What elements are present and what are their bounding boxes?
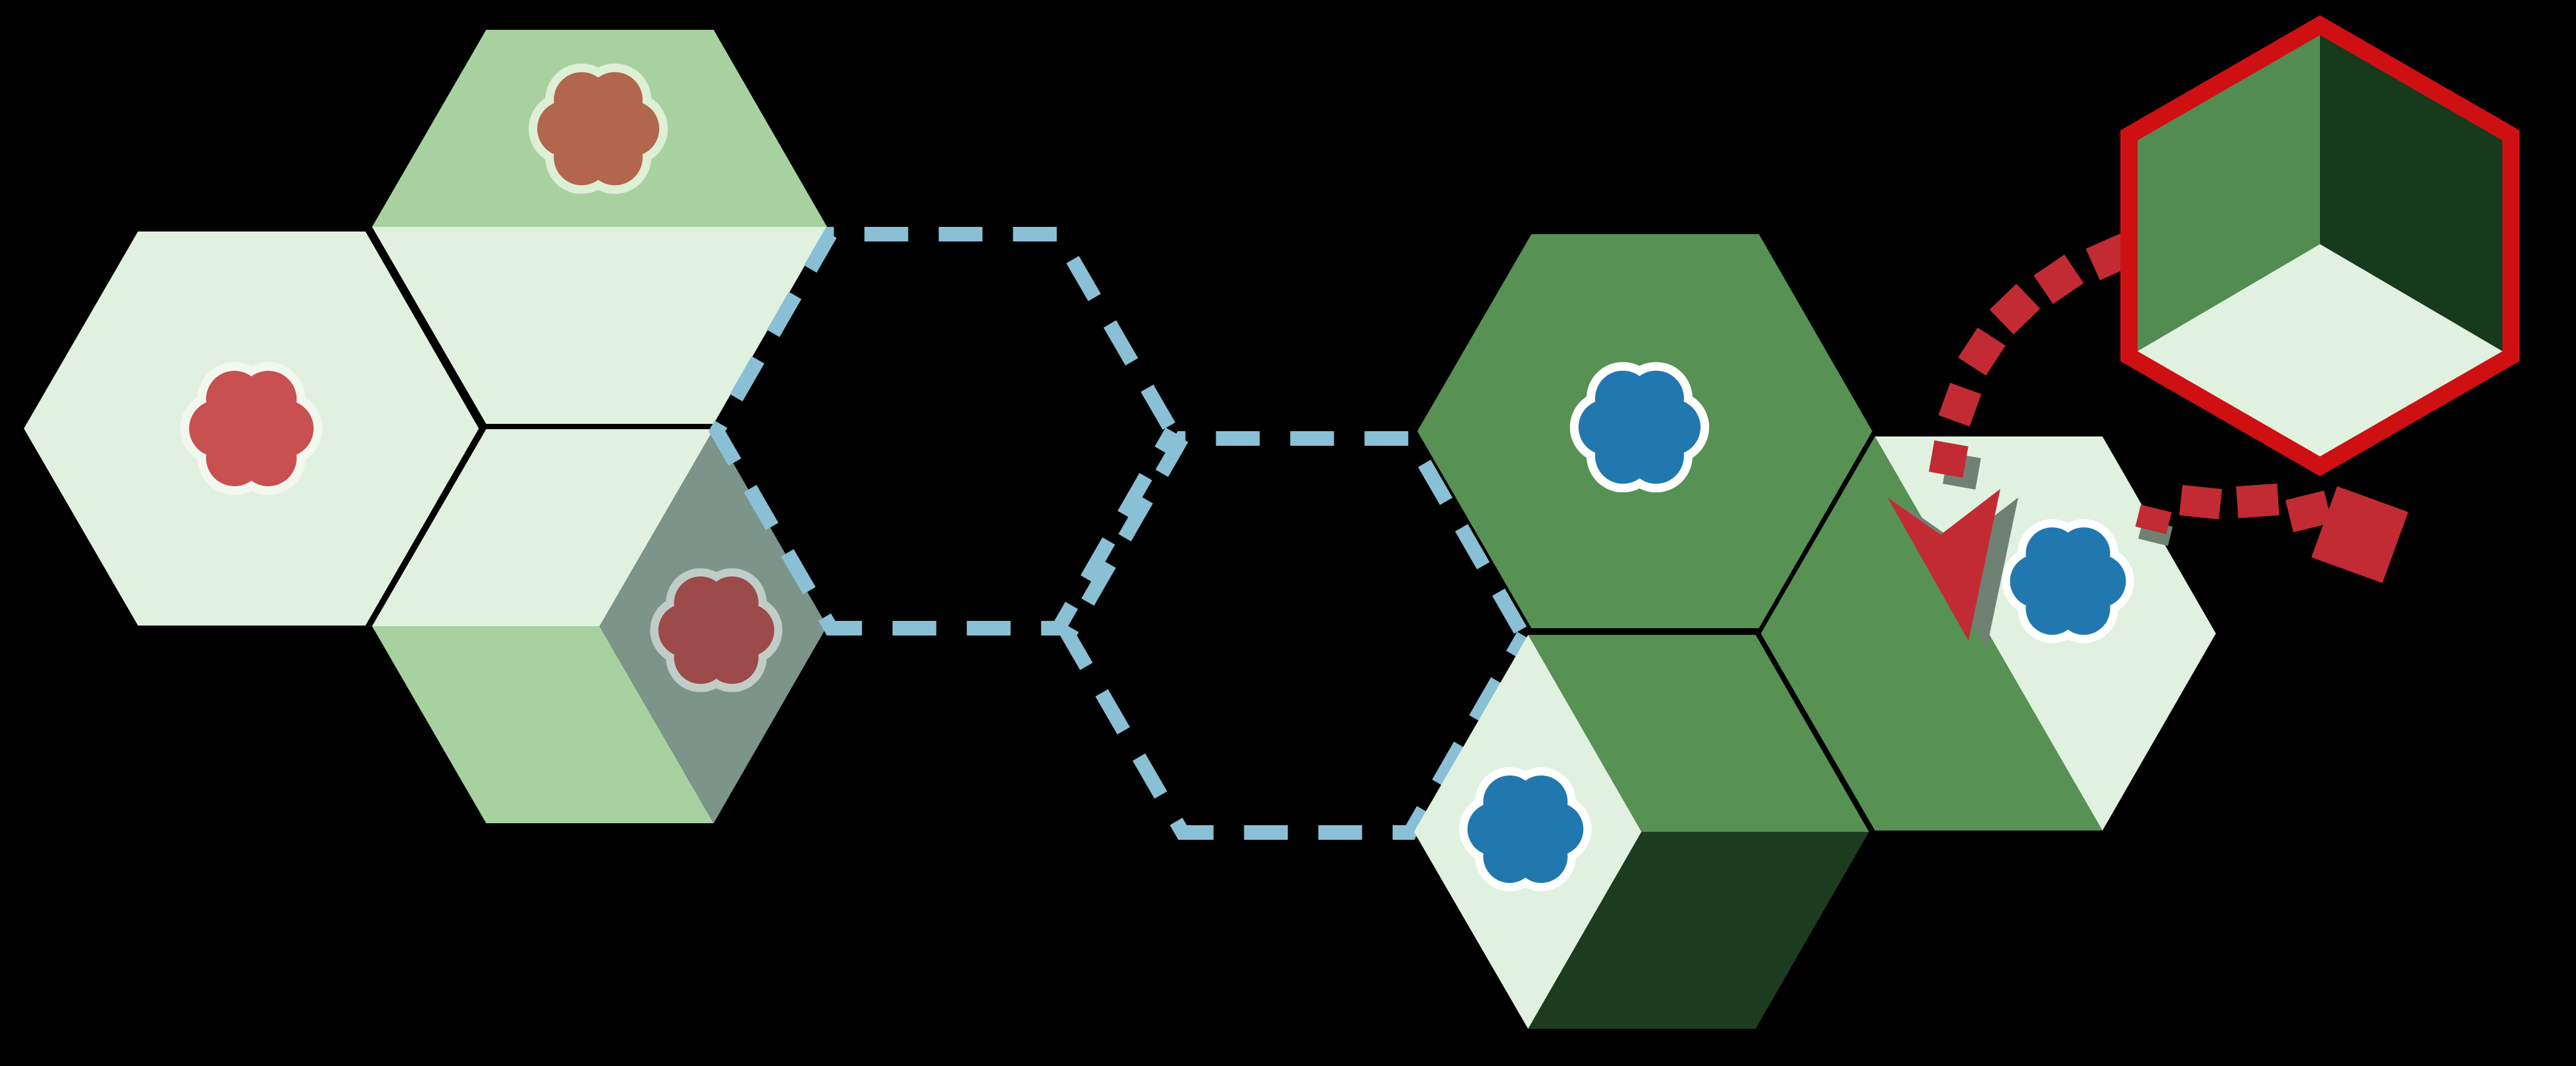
flower-arc-dash-3: [2236, 483, 2280, 519]
ghost-slot-1: [708, 227, 1181, 635]
preview-cube-red-border: [2120, 15, 2520, 477]
placement-arc-dash-5: [1938, 383, 1982, 427]
flower-icon-blue-2: [1459, 767, 1592, 892]
placement-arrowhead-icon: [1888, 489, 2000, 641]
flower-icon-blue-1: [1570, 362, 1709, 493]
placement-arc-dash-3: [1989, 283, 2041, 335]
red-square-marker: [2311, 486, 2409, 584]
tile-topleft-front-face: [372, 227, 827, 424]
flower-arc-dash-4: [2285, 490, 2333, 533]
flower-icon-dark-red: [650, 568, 783, 693]
tile-cube-left-top-face: [372, 429, 714, 626]
tile-landing-green-face: [1761, 436, 2102, 831]
tile-cube-bottom-top-face: [1528, 635, 1869, 832]
flower-icon-red: [180, 362, 323, 496]
placement-arc-dash-4: [1958, 327, 2006, 376]
tile-cube-bottom-dark-face: [1528, 832, 1869, 1029]
flower-icon-rust: [529, 63, 668, 194]
flower-icon-blue-3: [2002, 519, 2134, 643]
tile-cube-left-bottom-face: [372, 626, 714, 823]
flower-arc-dash-2: [2179, 484, 2222, 520]
placement-arc-dash-2: [2033, 254, 2084, 304]
flower-arc-dash-1: [2135, 504, 2172, 535]
ghost-slot-2: [1060, 431, 1532, 840]
placement-arc-dash-6: [1929, 440, 1968, 478]
